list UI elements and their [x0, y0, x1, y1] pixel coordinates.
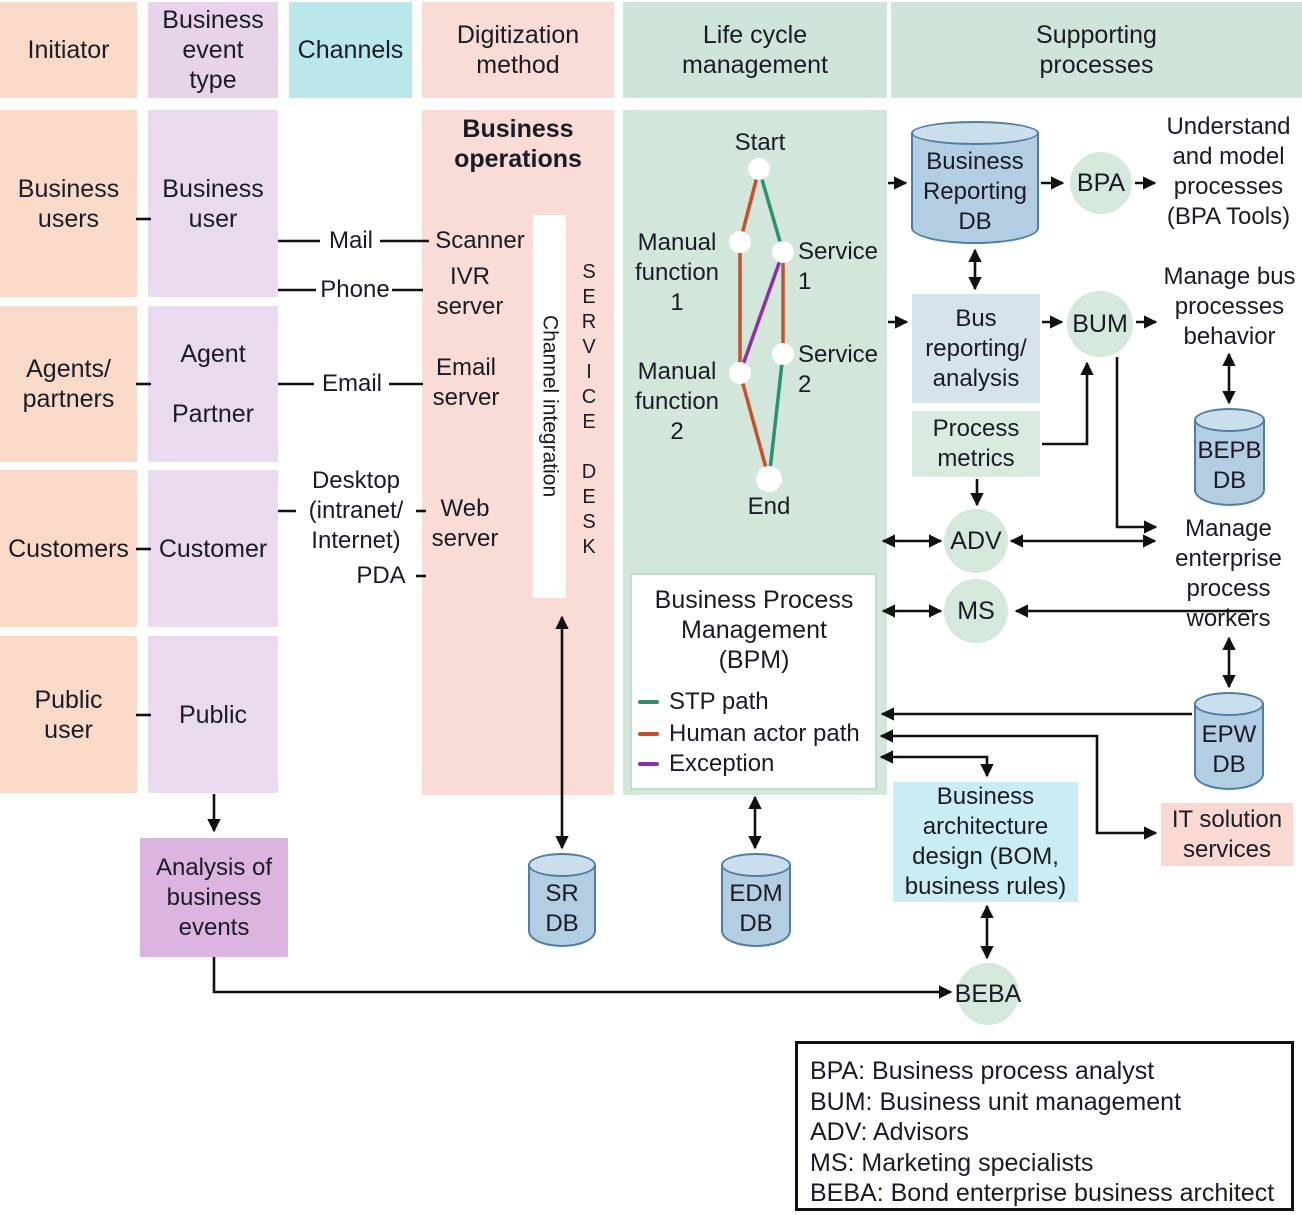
bpm-legend-human-actor: Human actor path [638, 720, 860, 748]
email-server-label: Email server [432, 354, 500, 411]
adv-circle: ADV [944, 509, 1008, 573]
sr-db-label: SR DB [545, 880, 579, 937]
event-business-user: Business user [148, 110, 278, 297]
lifecycle-service-2-label: Service 2 [798, 341, 879, 398]
business-architecture-box: Business architecture design (BOM, busin… [893, 782, 1078, 902]
human-actor-path-swatch [638, 732, 659, 736]
business-operations-panel [422, 110, 614, 795]
channel-email: Email [321, 370, 382, 397]
event-customer: Customer [148, 470, 278, 627]
bpm-legend-stp: STP path [638, 688, 769, 716]
header-supporting-processes: Supporting processes [891, 2, 1302, 98]
initiator-business-users: Business users [0, 110, 137, 297]
event-agent-partner: Agent Partner [148, 306, 278, 462]
channel-integration-bar: Channel integration [533, 215, 566, 598]
bpa-circle: BPA [1070, 152, 1132, 214]
bepb-db-label: BEPB DB [1197, 437, 1262, 494]
ms-circle: MS [944, 579, 1008, 643]
lifecycle-manual-function-2-label: Manual function 2 [634, 358, 720, 445]
bepb-db-cylinder: BEPB DB [1194, 408, 1265, 506]
abbr-ms: MS: Marketing specialists [810, 1148, 1094, 1177]
header-digitization-method: Digitization method [422, 2, 614, 98]
service-desk-label: S E R V I C E D E S K [581, 261, 597, 558]
initiator-public-user: Public user [0, 636, 137, 793]
business-reporting-db-cylinder: Business Reporting DB [911, 121, 1039, 244]
process-metrics-box: Process metrics [912, 411, 1040, 477]
bum-circle: BUM [1067, 291, 1133, 357]
analysis-of-business-events-box: Analysis of business events [140, 838, 288, 957]
edm-db-label: EDM DB [729, 880, 783, 937]
lifecycle-end-label: End [747, 493, 791, 520]
channel-pda: PDA [356, 562, 406, 589]
bpm-legend-exception: Exception [638, 750, 774, 778]
manage-enterprise-workers-label: Manage enterprise process workers [1175, 515, 1282, 632]
abbr-adv: ADV: Advisors [810, 1118, 969, 1146]
abbr-bum: BUM: Business unit management [810, 1087, 1182, 1116]
channel-mail: Mail [328, 227, 373, 254]
abbr-beba: BEBA: Bond enterprise business architect [810, 1179, 1275, 1207]
sr-db-cylinder: SR DB [528, 853, 596, 947]
lifecycle-manual-function-1-label: Manual function 1 [634, 229, 720, 316]
ivr-server-label: IVR server [436, 263, 504, 320]
scanner-label: Scanner [435, 227, 525, 254]
stp-path-swatch [638, 700, 659, 704]
header-channels: Channels [289, 2, 412, 98]
business-reporting-db-label: Business Reporting DB [922, 147, 1028, 235]
bus-reporting-analysis-box: Bus reporting/ analysis [912, 294, 1040, 403]
channel-phone: Phone [320, 276, 390, 303]
business-operations-title: Business operations [454, 115, 582, 173]
exception-path-swatch [638, 762, 659, 766]
lifecycle-service-1-label: Service 1 [798, 238, 879, 295]
bpm-title: Business Process Management (BPM) [654, 586, 854, 674]
beba-circle: BEBA [955, 963, 1021, 1025]
abbr-bpa: BPA: Business process analyst [810, 1057, 1155, 1085]
understand-model-processes-label: Understand and model processes (BPA Tool… [1166, 113, 1291, 230]
initiator-customers: Customers [0, 470, 137, 627]
header-initiator: Initiator [0, 2, 137, 98]
header-life-cycle-management: Life cycle management [623, 2, 887, 98]
epw-db-cylinder: EPW DB [1194, 692, 1264, 790]
event-public: Public [148, 636, 278, 793]
channel-desktop: Desktop (intranet/ Internet) [308, 467, 404, 554]
edm-db-cylinder: EDM DB [721, 853, 791, 947]
header-business-event-type: Business event type [148, 2, 278, 98]
it-solution-services-box: IT solution services [1161, 803, 1293, 866]
lifecycle-start-label: Start [734, 129, 786, 156]
epw-db-label: EPW DB [1201, 721, 1257, 778]
web-server-label: Web server [431, 495, 499, 552]
abbreviations-box: BPA: Business process analyst BUM: Busin… [795, 1041, 1294, 1211]
manage-bus-processes-label: Manage bus processes behavior [1163, 263, 1296, 350]
bpm-box [630, 573, 877, 790]
initiator-agents-partners: Agents/ partners [0, 306, 137, 462]
